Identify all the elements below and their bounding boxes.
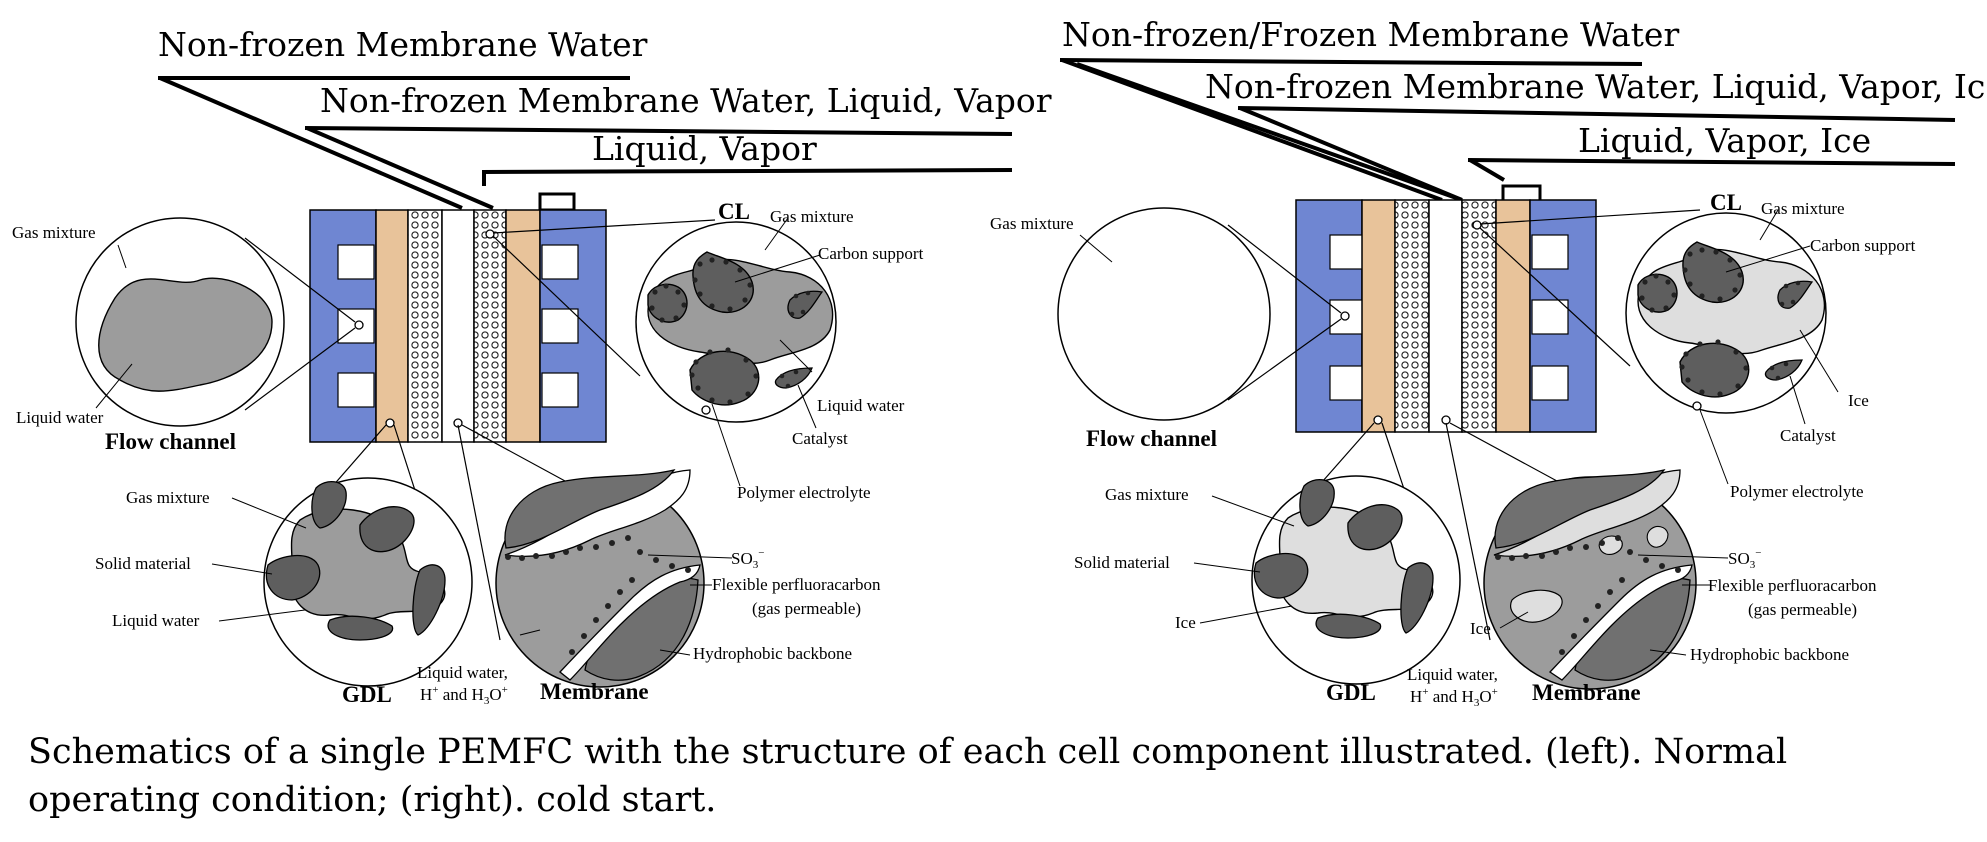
right-membrane-zoom: [1445, 422, 1729, 690]
left-gdl-zoom: [211, 424, 473, 687]
right-cl-polymer-electrolyte-label: Polymer electrolyte: [1730, 482, 1864, 501]
left-cl-catalyst-dots: [649, 257, 811, 405]
right-membrane-gas-permeable-label: (gas permeable): [1748, 600, 1857, 619]
left-gdl-solid-material-label: Solid material: [95, 554, 191, 573]
right-cl-catalyst-dots: [1639, 247, 1801, 397]
right-membrane-ice-label: Ice: [1470, 619, 1491, 638]
left-cl-anode: [407, 209, 443, 443]
right-cl-cathode: [1461, 199, 1497, 433]
left-cl-polymer-electrolyte-label: Polymer electrolyte: [737, 483, 871, 502]
left-cl-title: CL: [718, 199, 750, 224]
left-membrane-zoom: [457, 424, 733, 688]
left-membrane-water-label-1: Liquid water,: [417, 663, 508, 682]
left-membrane-water-label-2: H+ and H3O+: [420, 684, 508, 707]
right-cl-title: CL: [1710, 190, 1742, 215]
left-callout-1: Non-frozen Membrane Water: [158, 25, 648, 64]
left-cl-carbon-support-label: Carbon support: [818, 244, 924, 263]
left-cl-catalyst-label: Catalyst: [792, 429, 848, 448]
right-gdl-gas-mixture-label: Gas mixture: [1105, 485, 1189, 504]
left-flow-gas-mixture-label: Gas mixture: [12, 223, 96, 242]
left-gdl-gas-mixture-label: Gas mixture: [126, 488, 210, 507]
right-gdl-solid-material-label: Solid material: [1074, 553, 1170, 572]
right-flow-channel-title: Flow channel: [1086, 426, 1217, 451]
right-callout-3: Liquid, Vapor, Ice: [1578, 121, 1871, 160]
left-gdl-title: GDL: [342, 682, 392, 707]
right-cl-catalyst-label: Catalyst: [1780, 426, 1836, 445]
right-membrane-hydrophobic-label: Hydrophobic backbone: [1690, 645, 1849, 664]
left-membrane-hydrophobic-label: Hydrophobic backbone: [693, 644, 852, 663]
right-membrane-water-label-2: H+ and H3O+: [1410, 686, 1498, 709]
right-membrane-flexible-label: Flexible perfluoracarbon: [1708, 576, 1877, 595]
right-membrane-title: Membrane: [1532, 680, 1641, 705]
right-flow-gas-mixture-label: Gas mixture: [990, 214, 1074, 233]
left-membrane-so3-dots: [505, 535, 691, 655]
left-membrane-so3-label: SO3−: [731, 547, 764, 571]
right-callout-1: Non-frozen/Frozen Membrane Water: [1062, 15, 1679, 54]
right-cl-ice-label: Ice: [1848, 391, 1869, 410]
right-gdl-anode: [1361, 199, 1396, 433]
right-gdl-zoom: [1193, 422, 1461, 685]
right-callout-2: Non-frozen Membrane Water, Liquid, Vapor…: [1205, 67, 1987, 106]
right-cl-gas-mixture-label: Gas mixture: [1761, 199, 1845, 218]
right-membrane: [1428, 199, 1463, 433]
right-cl-carbon-support-label: Carbon support: [1810, 236, 1916, 255]
left-cell-stack: [309, 209, 607, 443]
left-cl-zoom: [492, 217, 837, 487]
left-membrane: [441, 209, 475, 443]
left-flow-channel-title: Flow channel: [105, 429, 236, 454]
left-membrane-flexible-label: Flexible perfluoracarbon: [712, 575, 881, 594]
right-membrane-so3-label: SO3−: [1728, 547, 1761, 571]
right-cell-stack: [1295, 199, 1597, 433]
left-membrane-gas-permeable-label: (gas permeable): [752, 599, 861, 618]
left-panel: Non-frozen Membrane Water Non-frozen Mem…: [12, 25, 1052, 707]
right-gdl-title: GDL: [1326, 680, 1376, 705]
right-membrane-so3-dots: [1495, 535, 1681, 655]
right-cl-zoom: [1479, 209, 1839, 485]
left-callout-2: Non-frozen Membrane Water, Liquid, Vapor: [320, 81, 1052, 120]
figure-caption: Schematics of a single PEMFC with the st…: [28, 732, 1788, 820]
left-gdl-liquid-water-label: Liquid water: [112, 611, 200, 630]
right-membrane-water-label-1: Liquid water,: [1407, 665, 1498, 684]
left-cl-cathode: [473, 209, 507, 443]
left-callout-leaders: [158, 76, 1013, 212]
right-gdl-ice-label: Ice: [1175, 613, 1196, 632]
left-gdl-cathode: [505, 209, 541, 443]
left-cl-liquid-water-label: Liquid water: [817, 396, 905, 415]
right-cl-anode: [1394, 199, 1430, 433]
right-callout-leaders: [1059, 58, 1956, 204]
left-gdl-anode: [375, 209, 409, 443]
right-gdl-cathode: [1495, 199, 1531, 433]
left-membrane-title: Membrane: [540, 679, 649, 704]
left-flow-channel-zoom: [75, 217, 356, 427]
left-flow-liquid-water-label: Liquid water: [16, 408, 104, 427]
left-cl-gas-mixture-label: Gas mixture: [770, 207, 854, 226]
right-panel: Non-frozen/Frozen Membrane Water Non-fro…: [990, 15, 1987, 709]
left-callout-3: Liquid, Vapor: [592, 129, 817, 168]
right-flow-channel-zoom: [1057, 207, 1342, 421]
